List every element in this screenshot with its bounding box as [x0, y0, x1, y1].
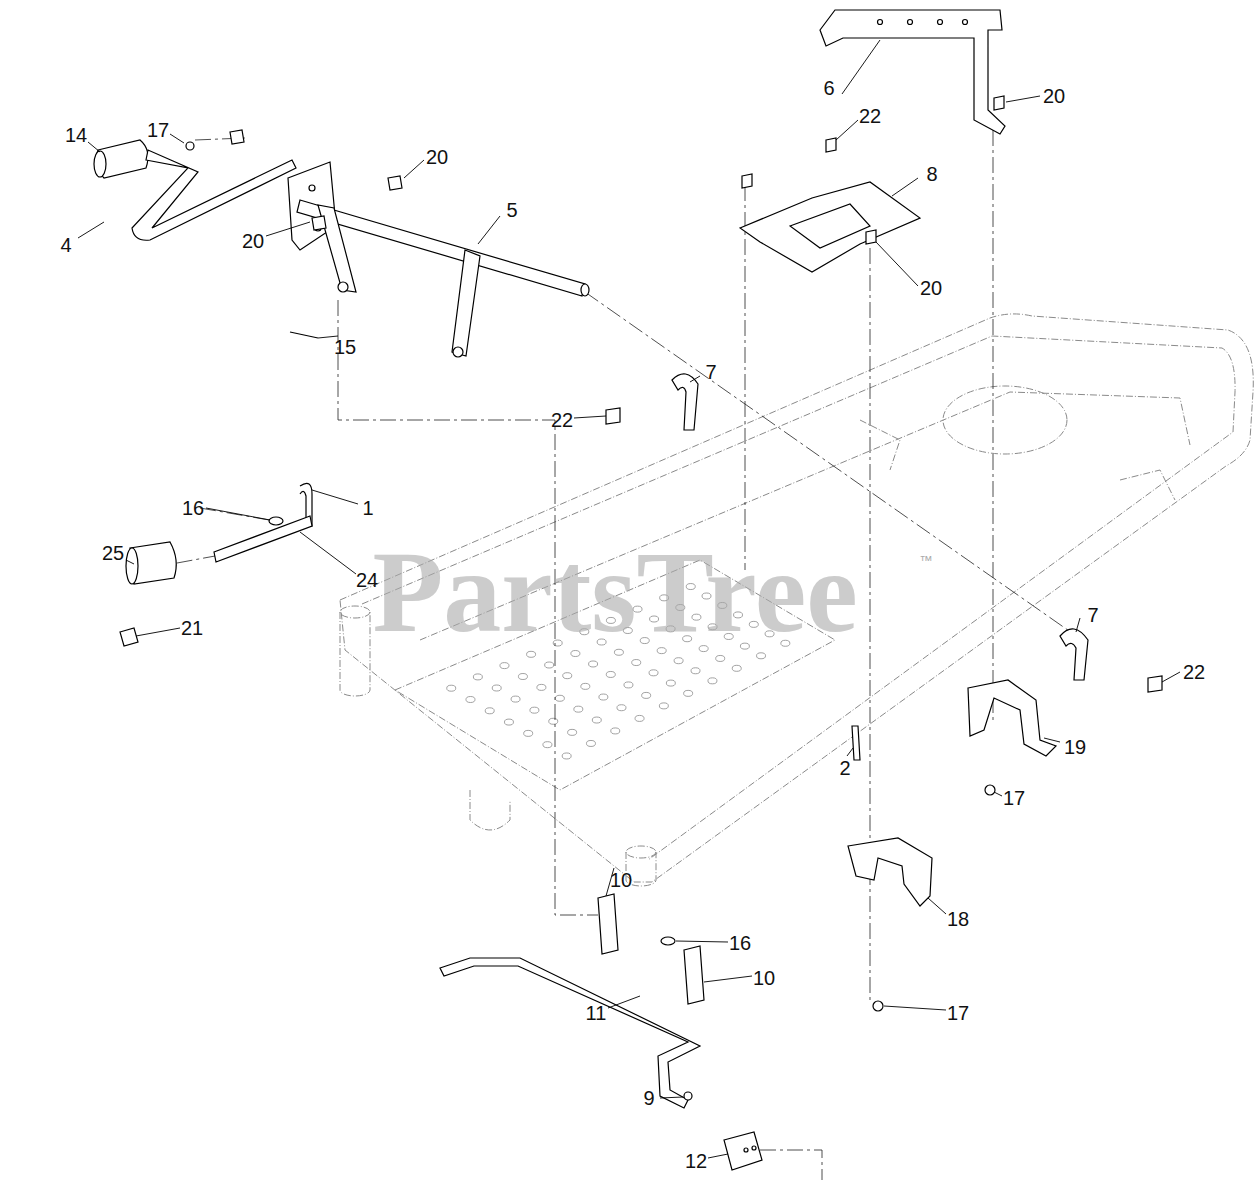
plate-hole	[649, 670, 658, 676]
leader-lines	[78, 40, 1180, 1158]
plate-hole	[684, 690, 693, 696]
callout-number: 22	[551, 410, 573, 430]
plate-hole	[611, 728, 620, 734]
plate-hole	[581, 683, 590, 689]
callout-number: 16	[729, 933, 751, 953]
callout-number: 7	[1087, 605, 1098, 625]
callout-number: 11	[586, 1003, 607, 1023]
callout-number: 20	[920, 278, 942, 298]
callout-number: 15	[334, 337, 356, 357]
plate-hole	[563, 673, 572, 679]
plate-hole	[617, 705, 626, 711]
plate-hole	[543, 742, 552, 748]
plate-hole	[524, 730, 533, 736]
plate-hole	[511, 696, 520, 702]
trademark-mark: ™	[920, 554, 933, 567]
callout-number: 25	[102, 543, 124, 563]
plate-hole	[757, 653, 766, 659]
callout-number: 16	[182, 498, 204, 518]
callout-number: 20	[1043, 86, 1065, 106]
plate-hole	[642, 692, 651, 698]
watermark: PartsTree	[372, 534, 857, 650]
plate-hole	[624, 682, 633, 688]
plate-hole	[708, 678, 717, 684]
callout-number: 19	[1064, 737, 1086, 757]
callout-number: 6	[823, 78, 834, 98]
assembly-lines	[150, 130, 1082, 1180]
plate-hole	[485, 708, 494, 714]
callout-number: 14	[65, 125, 87, 145]
plate-hole	[504, 719, 513, 725]
plate-hole	[473, 674, 482, 680]
plate-hole	[614, 649, 623, 655]
plate-hole	[555, 695, 564, 701]
callout-number: 1	[362, 498, 373, 518]
plate-hole	[691, 668, 700, 674]
callout-number: 7	[705, 362, 716, 382]
parts	[94, 10, 1162, 1170]
plate-hole	[527, 651, 536, 657]
callout-number: 22	[859, 106, 881, 126]
callout-number: 20	[242, 231, 264, 251]
plate-hole	[447, 685, 456, 691]
plate-hole	[659, 703, 668, 709]
plate-hole	[568, 729, 577, 735]
callout-number: 5	[506, 200, 517, 220]
plate-hole	[571, 651, 580, 657]
plate-hole	[599, 694, 608, 700]
plate-hole	[562, 753, 571, 759]
callout-number: 17	[1003, 788, 1025, 808]
plate-hole	[666, 680, 675, 686]
plate-hole	[586, 740, 595, 746]
plate-hole	[632, 660, 641, 666]
plate-hole	[732, 665, 741, 671]
plate-hole	[574, 706, 583, 712]
plate-hole	[537, 684, 546, 690]
chassis-frame	[340, 314, 1253, 886]
plate-hole	[716, 655, 725, 661]
plate-hole	[606, 671, 615, 677]
callout-number: 8	[926, 164, 937, 184]
callout-number: 10	[753, 968, 775, 988]
callout-number: 22	[1183, 662, 1205, 682]
callout-number: 2	[839, 758, 850, 778]
callout-number: 4	[60, 235, 71, 255]
callout-number: 18	[947, 909, 969, 929]
callout-number: 21	[181, 618, 203, 638]
plate-hole	[589, 661, 598, 667]
plate-hole	[492, 685, 501, 691]
callout-number: 12	[685, 1151, 707, 1171]
callout-number: 10	[610, 870, 632, 890]
plate-hole	[635, 715, 644, 721]
plate-hole	[545, 662, 554, 668]
plate-hole	[518, 674, 527, 680]
callout-number: 9	[643, 1088, 654, 1108]
plate-hole	[674, 658, 683, 664]
callout-number: 20	[426, 147, 448, 167]
callout-number: 17	[147, 120, 169, 140]
plate-hole	[549, 718, 558, 724]
callout-number: 17	[947, 1003, 969, 1023]
plate-hole	[466, 697, 475, 703]
plate-hole	[500, 663, 509, 669]
plate-hole	[592, 717, 601, 723]
plate-hole	[530, 707, 539, 713]
